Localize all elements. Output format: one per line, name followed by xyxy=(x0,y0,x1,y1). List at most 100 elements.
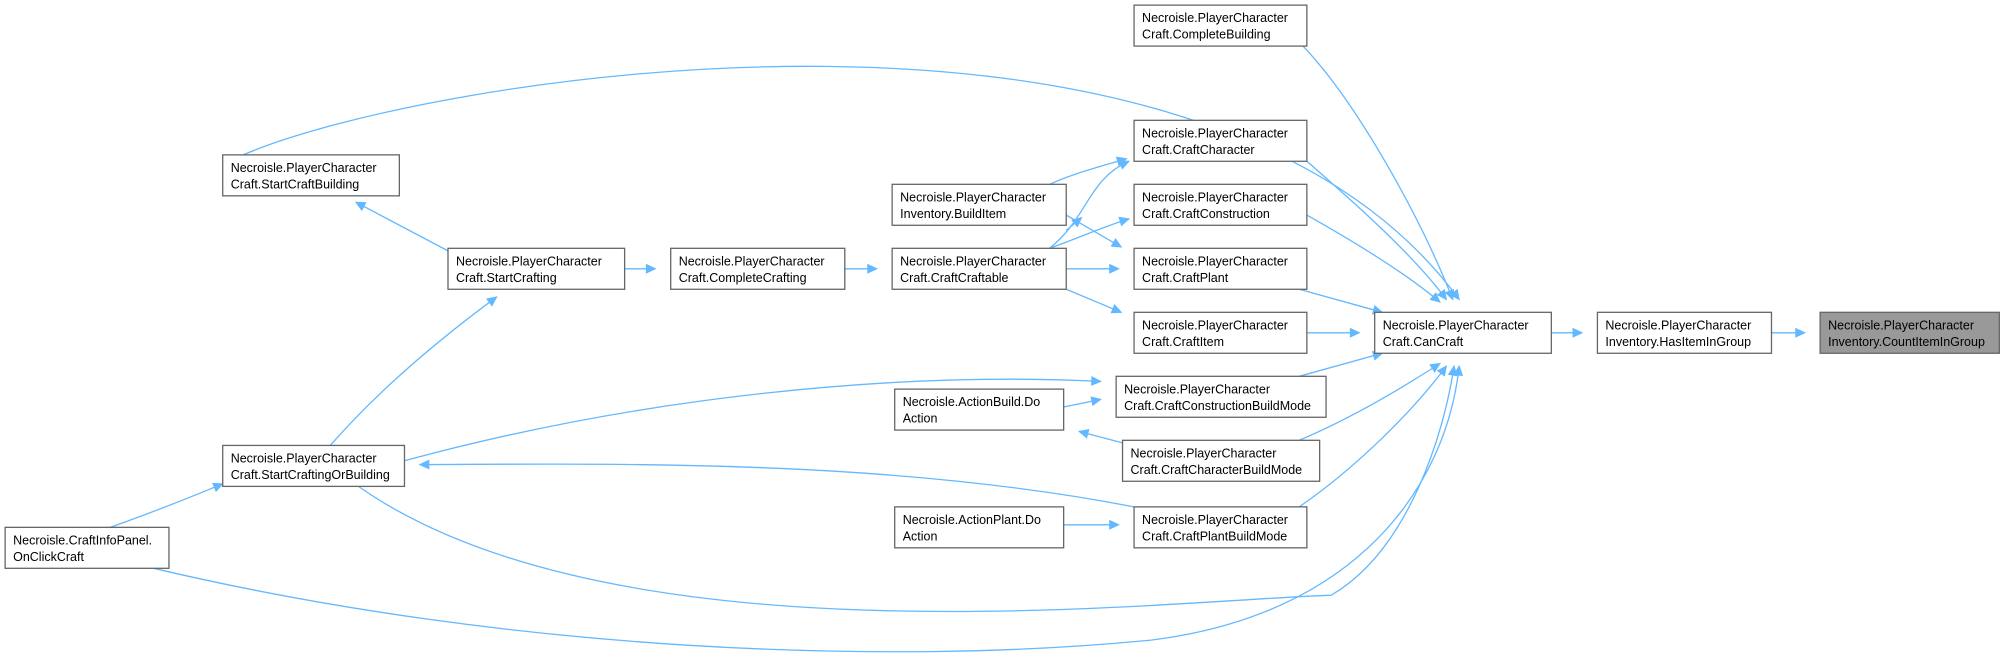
edge-hasitem-to-count xyxy=(1771,327,1806,338)
node-label-line-1: Necroisle.CraftInfoPanel. xyxy=(13,533,152,547)
edge-craftcharacter-to-cancraft xyxy=(1306,160,1448,301)
node-label-line-2: Inventory.HasItemInGroup xyxy=(1605,335,1751,349)
edge-plantbm-to-cancraft xyxy=(1298,365,1448,508)
node-craftcraftable[interactable]: Necroisle.PlayerCharacterCraft.CraftCraf… xyxy=(891,247,1067,290)
edge-line xyxy=(419,463,1135,508)
node-plantbm[interactable]: Necroisle.PlayerCharacterCraft.CraftPlan… xyxy=(1133,506,1308,549)
call-graph-edges xyxy=(109,45,1806,653)
node-box xyxy=(222,444,406,488)
edge-builditem-to-craftcharacter xyxy=(1049,156,1128,185)
edge-completecrafting-to-craftcraftable xyxy=(844,263,878,274)
node-label-line-1: Necroisle.PlayerCharacter xyxy=(1142,190,1288,204)
node-label-line-2: Craft.CanCraft xyxy=(1383,335,1464,349)
node-label-line-1: Necroisle.ActionPlant.Do xyxy=(903,513,1041,527)
node-craftconstruction[interactable]: Necroisle.PlayerCharacterCraft.CraftCons… xyxy=(1133,183,1308,226)
arrowhead-icon xyxy=(1110,304,1123,314)
node-box xyxy=(222,154,401,197)
arrowhead-icon xyxy=(1077,428,1090,439)
arrowhead-icon xyxy=(1118,216,1131,227)
call-graph-nodes: Necroisle.PlayerCharacterInventory.Count… xyxy=(4,4,2000,569)
node-box xyxy=(1133,183,1308,226)
arrowhead-icon xyxy=(1429,362,1441,373)
edge-line xyxy=(1306,214,1441,303)
node-box xyxy=(891,247,1067,290)
arrowhead-icon xyxy=(354,201,367,212)
node-craftcharacter[interactable]: Necroisle.PlayerCharacterCraft.CraftChar… xyxy=(1133,119,1308,162)
arrowhead-icon xyxy=(1429,292,1441,303)
node-box xyxy=(1819,311,2000,354)
node-startcraftingorbuilding[interactable]: Necroisle.PlayerCharacterCraft.StartCraf… xyxy=(222,444,406,488)
edge-startcrafting-to-completecrafting xyxy=(624,263,657,274)
node-box xyxy=(1133,311,1308,354)
arrowhead-icon xyxy=(1453,364,1464,377)
node-box xyxy=(1133,4,1308,47)
arrowhead-icon xyxy=(486,296,498,307)
node-label-line-2: Craft.CompleteCrafting xyxy=(679,271,807,285)
node-label-line-1: Necroisle.PlayerCharacter xyxy=(1131,446,1277,460)
edge-completebuilding-to-cancraft xyxy=(1302,45,1454,301)
arrowhead-icon xyxy=(1436,365,1448,377)
arrowhead-icon xyxy=(1110,237,1123,248)
edge-actionplant-to-plantbm xyxy=(1063,519,1120,530)
node-label-line-2: Inventory.BuildItem xyxy=(900,207,1006,221)
arrowhead-icon xyxy=(1449,288,1460,301)
edge-craftconstruction-to-cancraft xyxy=(1306,214,1441,303)
node-label-line-1: Necroisle.PlayerCharacter xyxy=(1142,126,1288,140)
node-characterbm[interactable]: Necroisle.PlayerCharacterCraft.CraftChar… xyxy=(1121,439,1321,482)
node-builditem[interactable]: Necroisle.PlayerCharacterInventory.Build… xyxy=(891,183,1067,226)
node-box xyxy=(891,183,1067,226)
node-label-line-2: Craft.CraftCraftable xyxy=(900,271,1008,285)
edge-craftcraftable-to-craftconstruction xyxy=(1049,216,1131,249)
edge-startcrafting-to-startcraftbuilding xyxy=(354,201,449,252)
edge-startcraftingorbuilding-to-startcrafting xyxy=(329,296,498,446)
node-completecrafting[interactable]: Necroisle.PlayerCharacterCraft.CompleteC… xyxy=(670,247,846,290)
node-label-line-1: Necroisle.PlayerCharacter xyxy=(1605,318,1751,332)
edge-line xyxy=(1298,288,1383,313)
node-label-line-1: Necroisle.PlayerCharacter xyxy=(900,254,1046,268)
node-label-line-1: Necroisle.PlayerCharacter xyxy=(1383,318,1529,332)
node-craftinfopanel[interactable]: Necroisle.CraftInfoPanel. OnClickCraft xyxy=(4,526,170,569)
edge-line xyxy=(1298,362,1441,441)
node-box xyxy=(1133,506,1308,549)
node-label-line-2: Craft.CraftConstructionBuildMode xyxy=(1124,399,1311,413)
node-label-line-1: Necroisle.PlayerCharacter xyxy=(1142,11,1288,25)
node-box xyxy=(670,247,846,290)
node-craftplant[interactable]: Necroisle.PlayerCharacterCraft.CraftPlan… xyxy=(1133,247,1308,290)
edge-line xyxy=(109,483,223,528)
edge-craftcraftable-to-craftcharacter xyxy=(1049,160,1131,249)
node-label-line-2: Craft.CraftPlant xyxy=(1142,271,1229,285)
edge-characterbm-to-cancraft xyxy=(1298,362,1441,441)
edge-line xyxy=(1306,160,1447,300)
arrowhead-icon xyxy=(645,263,657,274)
edge-craftcraftable-to-craftitem xyxy=(1065,288,1123,314)
edge-craftcraftable-to-craftplant xyxy=(1066,263,1120,274)
node-startcraftbuilding[interactable]: Necroisle.PlayerCharacterCraft.StartCraf… xyxy=(222,154,401,197)
node-constructionbm[interactable]: Necroisle.PlayerCharacterCraft.CraftCons… xyxy=(1115,375,1327,418)
edge-line xyxy=(1049,160,1130,249)
edge-line xyxy=(404,378,1101,462)
node-startcrafting[interactable]: Necroisle.PlayerCharacterCraft.StartCraf… xyxy=(447,247,626,290)
edge-craftinfopanel-to-cancraft xyxy=(153,364,1464,653)
arrowhead-icon xyxy=(1091,375,1102,386)
node-box xyxy=(894,388,1065,431)
node-label-line-1: Necroisle.PlayerCharacter xyxy=(231,451,377,465)
edge-constructionbm-to-cancraft xyxy=(1298,351,1384,377)
node-label-line-1: Necroisle.PlayerCharacter xyxy=(1124,382,1270,396)
node-hasitem[interactable]: Necroisle.PlayerCharacterInventory.HasIt… xyxy=(1596,311,1773,354)
node-label-line-2: Craft.StartCraftBuilding xyxy=(231,177,360,191)
node-label-line-2: Action xyxy=(903,412,938,426)
node-box xyxy=(1133,247,1308,290)
node-label-line-2: Action xyxy=(903,529,938,543)
arrowhead-icon xyxy=(1071,216,1083,228)
edge-characterbm-to-actionbuild xyxy=(1077,428,1123,444)
node-label-line-2: Craft.StartCraftingOrBuilding xyxy=(231,468,390,482)
node-completebuilding[interactable]: Necroisle.PlayerCharacterCraft.CompleteB… xyxy=(1133,4,1308,47)
node-label-line-2: OnClickCraft xyxy=(13,550,84,564)
node-box xyxy=(1121,439,1321,482)
node-label-line-1: Necroisle.PlayerCharacter xyxy=(679,254,825,268)
edge-line xyxy=(242,65,1460,300)
